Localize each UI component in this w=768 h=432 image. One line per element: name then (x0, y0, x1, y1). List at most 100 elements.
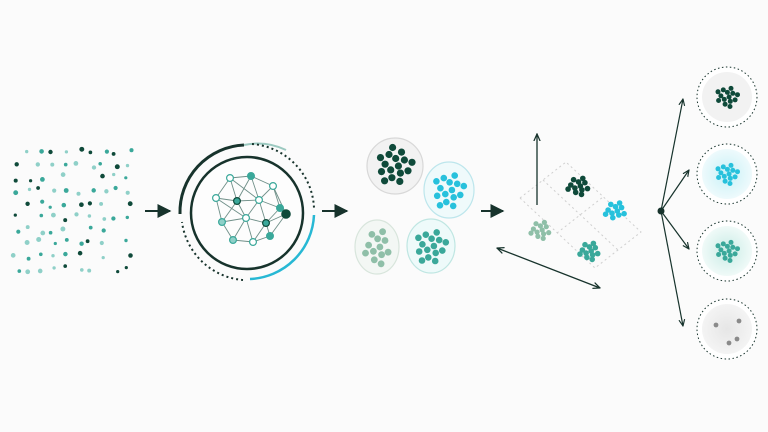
model-outer-arc-light (243, 142, 287, 151)
network-nodes (212, 172, 291, 247)
scatter-dot (48, 149, 53, 155)
scatter-dot (52, 188, 57, 193)
embedding-dot-dark (565, 186, 571, 192)
cluster-dot-teal (428, 235, 435, 242)
network-node (229, 236, 238, 245)
scatter-dot (127, 201, 133, 207)
network-node (269, 182, 278, 191)
network-edge (215, 177, 231, 199)
cluster-dot-dark (404, 167, 412, 175)
scatter-dot (124, 176, 128, 180)
cluster-dot-teal (415, 234, 422, 242)
scatter-dot (63, 218, 68, 223)
cluster-dot-cyan (433, 192, 441, 200)
output-dot (726, 340, 732, 346)
scatter-dot (37, 268, 43, 274)
embedding-dot-cyan (612, 203, 619, 210)
output-dot (718, 170, 724, 176)
model-outer-arc-cyan (249, 214, 316, 281)
scatter-dot (40, 177, 45, 182)
cluster-dot-teal (442, 239, 450, 246)
plane-divider (542, 179, 619, 251)
scatter-dot (53, 241, 57, 246)
embedding-dot-teal (583, 250, 589, 256)
cluster-dot-dark (397, 148, 406, 156)
scatter-dot (61, 202, 67, 208)
embedding-dot-teal (582, 241, 588, 248)
scatter-dot (25, 149, 29, 154)
cluster-dot-dark (381, 160, 389, 168)
embedding-dot-cyan (621, 210, 627, 217)
cluster-dot-sage (381, 237, 389, 244)
cluster-dot-sage (365, 241, 372, 249)
scatter-dot (60, 172, 66, 177)
embedding-dot-cyan (610, 214, 616, 221)
scatter-dot (99, 240, 104, 246)
network-node (281, 209, 291, 219)
output-dot (727, 181, 733, 186)
scatter-dot (64, 237, 69, 242)
embedding-dot-teal (584, 254, 590, 261)
cluster-outputs (696, 66, 758, 360)
output-dot (734, 336, 740, 342)
scatter-dot (39, 213, 44, 218)
output-dot (721, 96, 727, 102)
cluster-dot-cyan (443, 198, 450, 206)
scatter-dot (60, 226, 66, 232)
output-dot (715, 89, 721, 95)
scatter-dot (100, 173, 105, 179)
output-dot (722, 178, 728, 184)
scatter-dot (16, 229, 21, 234)
embedding-dot-sage (541, 231, 547, 237)
model-outer-arc-dark (178, 143, 245, 215)
embedding-dot-sage (528, 230, 534, 236)
output-dot (721, 173, 727, 179)
cluster-dot-cyan (453, 180, 461, 188)
embedding-dot-sage (537, 223, 544, 229)
network-node (255, 196, 264, 205)
output-dot (716, 252, 722, 257)
scatter-dot (13, 178, 18, 183)
embedding-dot-sage (543, 224, 549, 230)
embedding-dot-cyan (602, 211, 609, 217)
output-dot (728, 239, 734, 245)
embedding-dot-dark (582, 179, 588, 186)
scatter-dot (14, 162, 19, 167)
scatter-dot (13, 213, 17, 217)
scatter-dot (51, 254, 55, 258)
embedding-dot-sage (539, 227, 545, 233)
scatter-dot (13, 190, 19, 196)
scatter-dot (25, 201, 30, 206)
scatter-dot (87, 214, 92, 218)
output-dot (726, 248, 732, 254)
embedding-dot-dark (570, 176, 577, 183)
cluster-dot-teal (424, 246, 431, 254)
cluster-dot-cyan (448, 186, 456, 194)
scatter-dot (63, 162, 68, 167)
raw-points-scatter (10, 146, 134, 275)
cluster-dot-dark (377, 168, 386, 176)
scatter-dot (104, 149, 109, 154)
scatter-dot (87, 201, 93, 206)
embedding-dot-sage (530, 226, 537, 232)
scatter-dot (87, 268, 92, 273)
scatter-dot (111, 216, 116, 221)
scatter-dot (111, 151, 116, 156)
cluster-dot-teal (433, 229, 441, 236)
output-dot (720, 241, 726, 247)
cluster-dot-cyan (442, 190, 449, 198)
scatter-dot (125, 190, 130, 195)
embedding-dot-dark (575, 179, 582, 185)
cluster-dot-cyan (436, 202, 444, 209)
cluster-dot-cyan (451, 172, 459, 179)
output-dot (715, 166, 721, 172)
output-dot (732, 97, 738, 103)
output-dot (724, 89, 730, 95)
embedding-dot-teal (589, 252, 596, 258)
scatter-dot (79, 241, 84, 246)
embedding-dot-cyan (608, 201, 614, 208)
output-dot (722, 101, 728, 107)
embedding-dot-teal (577, 251, 583, 257)
scatter-dot (99, 201, 104, 206)
cluster-dot-sage (370, 247, 377, 255)
